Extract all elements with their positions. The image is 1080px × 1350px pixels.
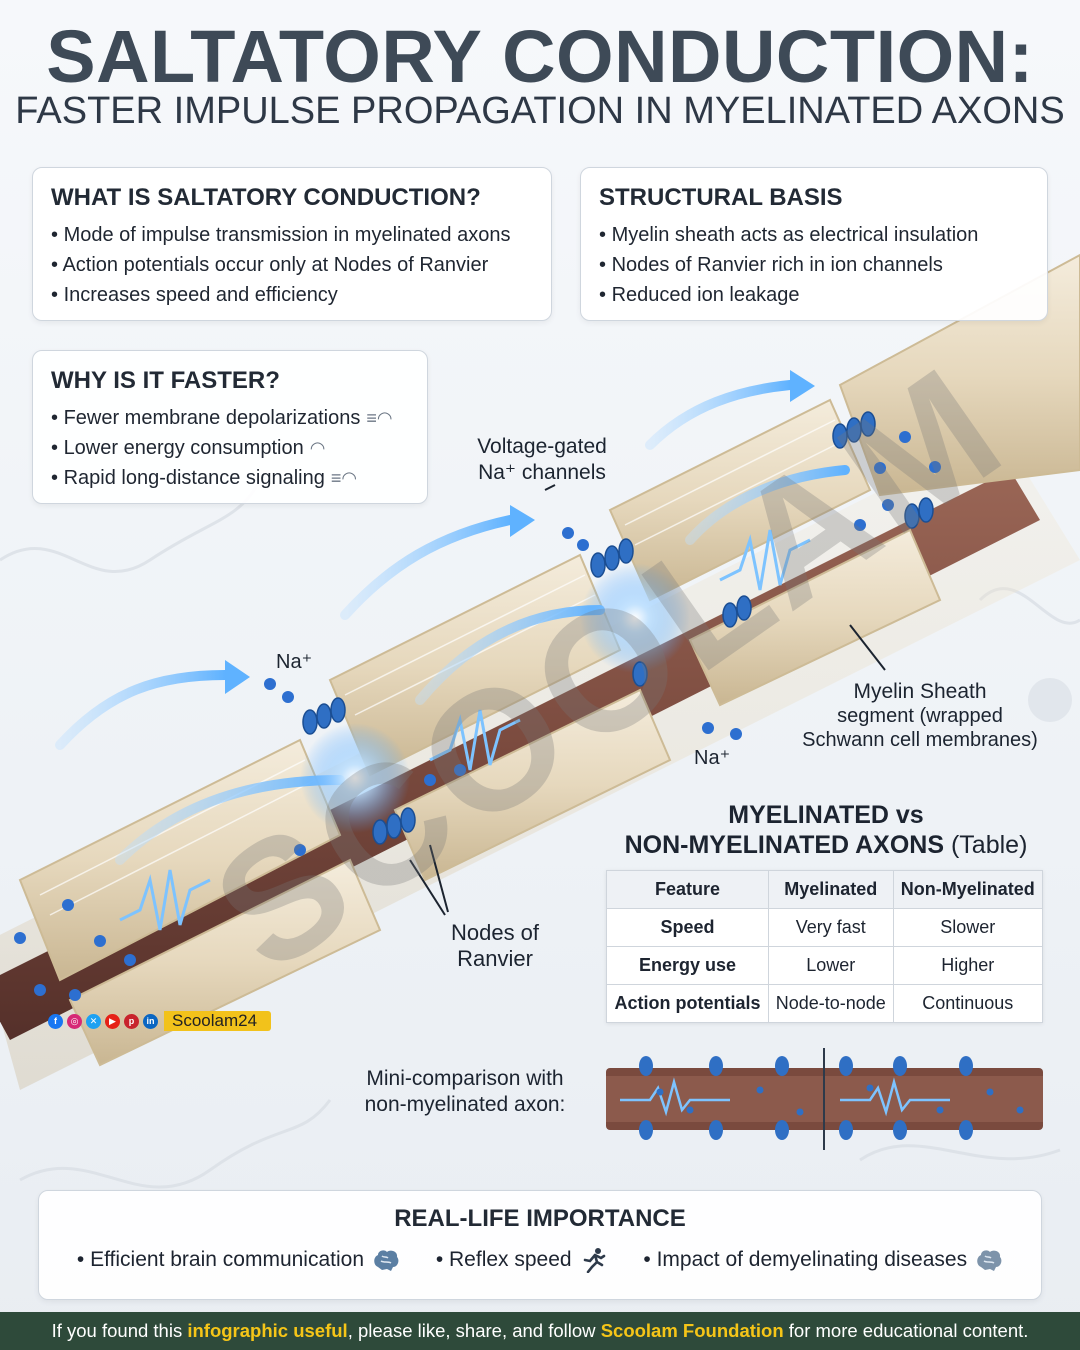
action-potential-waves	[119, 529, 811, 931]
footer-text: If you found this	[51, 1320, 188, 1341]
what-is-item: Increases speed and efficiency	[51, 280, 533, 310]
na-ion-label-left: Na⁺	[276, 651, 313, 673]
footer-text: for more educational content.	[783, 1320, 1029, 1341]
table-cell: Lower	[768, 946, 894, 985]
footer-highlight: infographic useful	[187, 1320, 348, 1341]
real-life-item: Impact of demyelinating diseases	[643, 1247, 1003, 1273]
comparison-table: Feature Myelinated Non-Myelinated Speed …	[605, 870, 1043, 1023]
table-header: Non-Myelinated	[892, 870, 1043, 909]
table-cell: Action potentials	[605, 984, 770, 1023]
real-life-text: Impact of demyelinating diseases	[656, 1248, 968, 1271]
nodes-line-2: Ranvier	[457, 946, 533, 971]
myelin-line-1: Myelin Sheath	[853, 680, 987, 703]
youtube-icon[interactable]: ▶	[105, 1013, 120, 1029]
real-life-text: Efficient brain communication	[90, 1248, 365, 1271]
table-cell: Higher	[892, 946, 1043, 985]
brain-icon	[374, 1250, 399, 1271]
voltage-gated-line-2: Na⁺ channels	[478, 461, 606, 484]
brain-icon	[977, 1250, 1002, 1271]
facebook-icon[interactable]: f	[48, 1013, 63, 1029]
pinterest-icon[interactable]: p	[124, 1013, 139, 1029]
footer-link-scoolam[interactable]: Scoolam Foundation	[600, 1320, 784, 1341]
voltage-gated-line-1: Voltage-gated	[477, 435, 607, 458]
nodes-line-1: Nodes of	[450, 920, 540, 945]
table-cell: Very fast	[768, 908, 894, 947]
why-faster-text: Rapid long-distance signaling	[63, 467, 325, 489]
why-faster-card: WHY IS IT FASTER? Fewer membrane depolar…	[32, 350, 428, 504]
footer-banner: If you found this infographic useful, pl…	[0, 1312, 1080, 1350]
page-subtitle: FASTER IMPULSE PROPAGATION IN MYELINATED…	[15, 90, 1065, 132]
label-pointers	[409, 484, 886, 916]
table-title-suffix: (Table)	[950, 831, 1028, 859]
structural-basis-card: STRUCTURAL BASIS Myelin sheath acts as e…	[580, 167, 1048, 321]
structural-item: Myelin sheath acts as electrical insulat…	[599, 220, 1029, 250]
why-faster-item: Rapid long-distance signaling≡◠	[51, 463, 409, 493]
na-ion-label-right: Na⁺	[694, 747, 731, 769]
real-life-text: Reflex speed	[449, 1248, 572, 1271]
table-title-line-1: MYELINATED vs	[728, 801, 924, 829]
table-header: Feature	[605, 870, 770, 909]
table-cell: Energy use	[605, 946, 770, 985]
social-handle[interactable]: Scoolam24	[164, 1011, 272, 1031]
real-life-item: Efficient brain communication	[77, 1247, 400, 1273]
structural-basis-title: STRUCTURAL BASIS	[599, 184, 843, 211]
speedometer-icon: ≡◠	[366, 408, 393, 428]
table-header-row: Feature Myelinated Non-Myelinated	[605, 870, 1043, 909]
mini-label-line-2: non-myelinated axon:	[364, 1093, 566, 1116]
gauge-icon: ◠	[309, 438, 326, 458]
nodes-of-ranvier-label: Nodes of Ranvier	[440, 920, 550, 972]
table-cell: Slower	[892, 908, 1043, 947]
footer-text: , please like, share, and follow	[347, 1320, 601, 1341]
arrow-heads	[225, 370, 815, 694]
why-faster-item: Lower energy consumption◠	[51, 433, 409, 463]
social-links: f ◎ ✕ ▶ p in Scoolam24	[48, 1010, 272, 1032]
table-title-main: NON-MYELINATED AXONS	[624, 831, 945, 859]
running-person-icon	[583, 1248, 605, 1273]
structural-item: Reduced ion leakage	[599, 280, 1029, 310]
myelin-line-2: segment (wrapped	[837, 705, 1003, 727]
linkedin-icon[interactable]: in	[143, 1013, 158, 1029]
table-cell: Speed	[605, 908, 770, 947]
table-cell: Continuous	[892, 984, 1043, 1023]
na-channels	[302, 411, 934, 845]
why-faster-title: WHY IS IT FASTER?	[51, 367, 280, 394]
na-ions	[14, 431, 941, 1001]
mini-comparison-axon	[606, 1048, 1043, 1150]
speedometer-icon: ≡◠	[330, 468, 358, 488]
current-flow-arrows	[55, 380, 850, 865]
comparison-table-title: MYELINATED vs NON-MYELINATED AXONS (Tabl…	[606, 800, 1046, 860]
why-faster-text: Lower energy consumption	[63, 437, 304, 459]
table-cell: Node-to-node	[768, 984, 894, 1023]
x-icon[interactable]: ✕	[86, 1013, 101, 1029]
structural-item: Nodes of Ranvier rich in ion channels	[599, 250, 1029, 280]
what-is-title: WHAT IS SALTATORY CONDUCTION?	[51, 184, 481, 211]
table-row: Speed Very fast Slower	[605, 908, 1043, 947]
real-life-item: Reflex speed	[436, 1247, 608, 1273]
what-is-item: Action potentials occur only at Nodes of…	[51, 250, 533, 280]
instagram-icon[interactable]: ◎	[67, 1013, 82, 1029]
what-is-item: Mode of impulse transmission in myelinat…	[51, 220, 533, 250]
table-header: Myelinated	[768, 870, 894, 909]
myelin-line-3: Schwann cell membranes)	[802, 729, 1038, 751]
myelinated-axon	[0, 253, 1080, 1090]
myelin-wrap-lines	[39, 419, 846, 916]
myelin-sheath-label: Myelin Sheath segment (wrapped Schwann c…	[790, 680, 1050, 752]
mini-label-line-1: Mini-comparison with	[366, 1067, 564, 1090]
why-faster-item: Fewer membrane depolarizations≡◠	[51, 403, 409, 433]
voltage-gated-channels-label: Voltage-gated Na⁺ channels	[462, 434, 622, 486]
what-is-card: WHAT IS SALTATORY CONDUCTION? Mode of im…	[32, 167, 552, 321]
table-row: Action potentials Node-to-node Continuou…	[605, 984, 1043, 1023]
node-flashes	[300, 563, 690, 833]
table-row: Energy use Lower Higher	[605, 946, 1043, 985]
real-life-importance-card: REAL-LIFE IMPORTANCE Efficient brain com…	[38, 1190, 1042, 1300]
page-title: SALTATORY CONDUCTION:	[46, 15, 1034, 98]
real-life-title: REAL-LIFE IMPORTANCE	[394, 1205, 686, 1232]
table-title-line-2: NON-MYELINATED AXONS (Table)	[606, 830, 1046, 860]
why-faster-text: Fewer membrane depolarizations	[63, 407, 361, 429]
mini-comparison-label: Mini-comparison with non-myelinated axon…	[330, 1066, 600, 1118]
